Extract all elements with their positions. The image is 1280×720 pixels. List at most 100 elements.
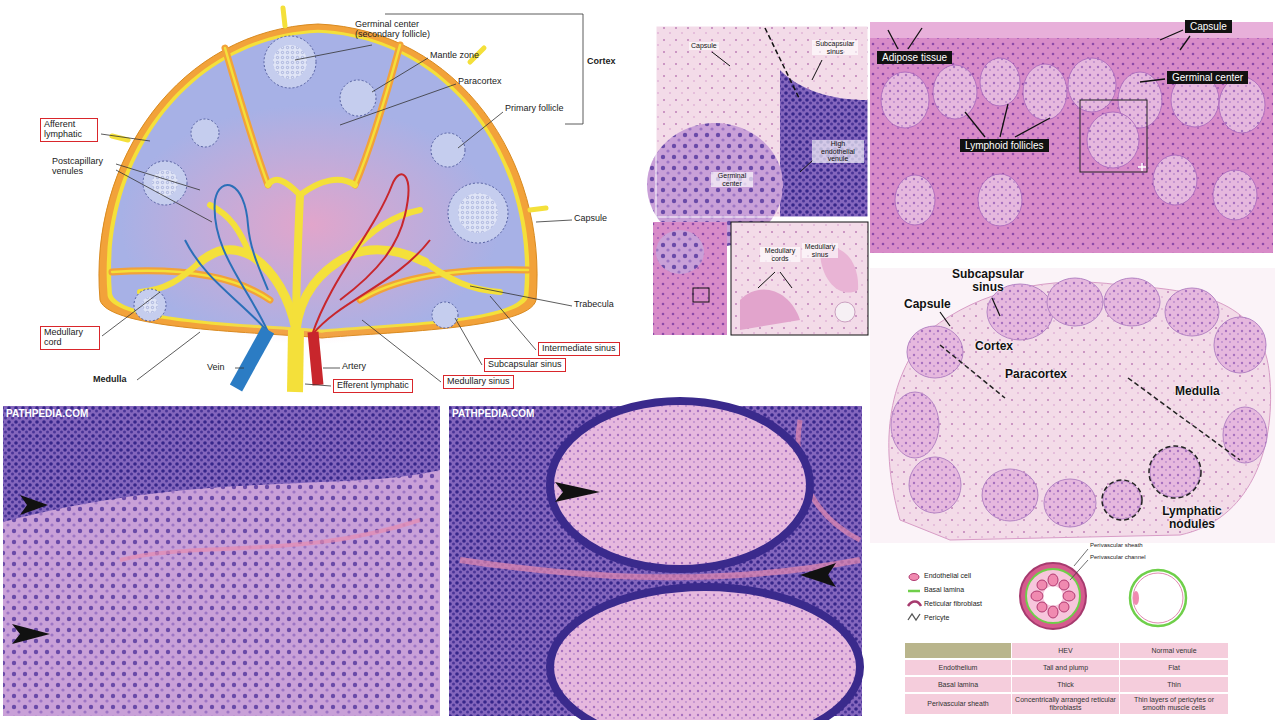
part-label: Medullary sinus bbox=[802, 243, 838, 258]
label-text: Medullary sinus bbox=[447, 377, 510, 387]
part-label: Capsule bbox=[574, 214, 607, 224]
lymph-node-schematic-part-part bbox=[225, 48, 268, 185]
red-outlined-label: Intermediate sinus bbox=[538, 342, 620, 356]
lymph-node-schematic-part bbox=[134, 36, 508, 328]
micrograph-lymph-node-overview-part-part bbox=[1213, 170, 1257, 220]
leader-lines-part bbox=[470, 286, 572, 306]
hev-illustration-part bbox=[1074, 549, 1088, 566]
micrograph-lymph-node-overview-part-part bbox=[1068, 58, 1116, 112]
leader-lines-part bbox=[295, 45, 372, 60]
micrograph-labeled-node-part-part bbox=[982, 469, 1038, 521]
micrograph-lymph-node-overview-part-part bbox=[933, 65, 977, 119]
lymph-node-schematic-part bbox=[295, 330, 296, 392]
legend-samples-part bbox=[908, 614, 920, 620]
hev-illustration-part-part bbox=[1059, 602, 1069, 612]
lymph-node-schematic-part-part bbox=[350, 210, 420, 255]
leader-lines-part bbox=[458, 112, 503, 148]
part-label: Perivascular channel bbox=[1090, 554, 1146, 561]
lymph-node-schematic-part-part bbox=[134, 289, 166, 321]
leader-lines-part bbox=[372, 58, 428, 92]
micrograph-follicles-part bbox=[555, 482, 600, 502]
micrograph-lymph-node-overview-part-part bbox=[1160, 30, 1183, 40]
lymph-node-schematic-part-part bbox=[112, 271, 270, 300]
hev-illustration-part-part bbox=[1048, 606, 1058, 618]
table-grid-part bbox=[905, 643, 1011, 658]
hev-illustration-part bbox=[1133, 573, 1183, 623]
legend-text: Pericyte bbox=[924, 614, 949, 622]
table-cell: Flat bbox=[1120, 660, 1228, 675]
table-cell: Perivascular sheath bbox=[905, 694, 1011, 714]
region-label: Medulla bbox=[1175, 385, 1220, 398]
part-label: Capsule bbox=[689, 42, 719, 50]
micrograph-high-power-part bbox=[20, 495, 48, 515]
micrograph-labeled-node-part-part bbox=[1102, 480, 1142, 520]
micrograph-subcapsular-part bbox=[765, 28, 800, 100]
black-label-box: Adipose tissue bbox=[877, 51, 952, 64]
hev-illustration bbox=[1020, 549, 1186, 629]
lymph-node-schematic-part bbox=[112, 8, 546, 330]
hev-illustration-part-part bbox=[1031, 591, 1043, 601]
micrograph-labeled-node-part-part bbox=[907, 326, 963, 378]
micrograph-labeled-node-part-part bbox=[891, 392, 939, 458]
lymph-node-schematic-part-part bbox=[458, 193, 498, 233]
micrograph-labeled-node-part-part bbox=[940, 312, 950, 326]
red-outlined-label: Medullary cord bbox=[40, 326, 100, 350]
micrograph-labeled-node-part-part bbox=[1214, 317, 1266, 373]
micrograph-lymph-node-overview-part-part bbox=[978, 174, 1022, 226]
red-outlined-label: Afferent lymphatic bbox=[40, 118, 98, 142]
micrograph-labeled-node-part-part bbox=[1150, 447, 1200, 497]
leader-lines-part bbox=[235, 368, 244, 369]
lymph-node-schematic-part-part bbox=[143, 161, 187, 205]
micrograph-high-power-part bbox=[12, 624, 50, 644]
micrograph-labeled-node-part-part bbox=[1044, 479, 1096, 527]
leader-lines-part bbox=[362, 320, 441, 382]
lymph-node-schematic-part-part bbox=[425, 262, 500, 292]
hev-illustration-part bbox=[1133, 591, 1139, 605]
micrograph-lymph-node-overview-part-part bbox=[908, 28, 922, 49]
table-cell: Normal venule bbox=[1120, 643, 1228, 658]
lymph-node-schematic-part-part bbox=[432, 302, 458, 328]
micrograph-lymph-node-overview-part-part bbox=[980, 58, 1020, 106]
hev-illustration-part bbox=[1031, 574, 1075, 618]
leader-lines bbox=[101, 14, 583, 386]
part-label: Mantle zone bbox=[430, 51, 479, 61]
micrograph-lymph-node-overview-part bbox=[888, 28, 1190, 137]
region-label: Subcapsular sinus bbox=[943, 268, 1033, 294]
lymph-node-schematic-part-part bbox=[215, 185, 268, 332]
leader-lines-part bbox=[305, 384, 331, 386]
micrograph-medulla-small-part bbox=[780, 272, 792, 288]
label-text: Adipose tissue bbox=[882, 52, 947, 63]
hev-illustration-part bbox=[1130, 570, 1186, 626]
part-label: Subcapsular sinus bbox=[812, 40, 858, 55]
micrograph-subcapsular bbox=[647, 26, 868, 247]
micrograph-lymph-node-overview-part-part bbox=[1087, 112, 1139, 168]
micrograph-medulla-small-part bbox=[731, 222, 868, 335]
part-label: Artery bbox=[342, 362, 366, 372]
micrograph-lymph-node-overview-part bbox=[1080, 100, 1147, 172]
label-text: Afferent lymphatic bbox=[44, 120, 94, 140]
micrograph-lymph-node-overview-part-part bbox=[965, 112, 985, 137]
micrograph-high-power-part bbox=[120, 520, 420, 560]
table-cell: HEV bbox=[1012, 643, 1119, 658]
table-cell: Thin layers of pericytes or smooth muscl… bbox=[1120, 694, 1228, 714]
red-outlined-label: Subcapsular sinus bbox=[484, 358, 566, 372]
lymph-node-schematic-part-part bbox=[431, 133, 465, 167]
micrograph-follicles-part bbox=[800, 563, 836, 587]
hev-illustration-part bbox=[1070, 560, 1088, 580]
lymph-node-schematic-part-part bbox=[312, 240, 430, 335]
leader-lines-part bbox=[490, 296, 536, 350]
legend-text: Endothelial cell bbox=[924, 572, 971, 580]
lymph-node-schematic-part-part bbox=[112, 271, 270, 300]
lymph-node-schematic-part bbox=[236, 330, 268, 388]
hev-illustration-part-part bbox=[1059, 580, 1069, 590]
micrograph-lymph-node-overview-part-part bbox=[1023, 64, 1067, 120]
micrograph-lymph-node-overview-part-part bbox=[1140, 79, 1165, 82]
table-cell: Thin bbox=[1120, 677, 1228, 692]
micrograph-medulla-small bbox=[653, 222, 868, 335]
lymph-node-schematic-part-part bbox=[210, 205, 250, 255]
micrograph-lymph-node-overview-part-part bbox=[1153, 155, 1197, 205]
lymph-node-schematic-part-part bbox=[185, 240, 268, 332]
lymph-node-schematic-part-part bbox=[264, 36, 316, 88]
micrograph-medulla-small-part bbox=[656, 230, 704, 274]
micrograph-labeled-node-part-part bbox=[909, 457, 961, 513]
